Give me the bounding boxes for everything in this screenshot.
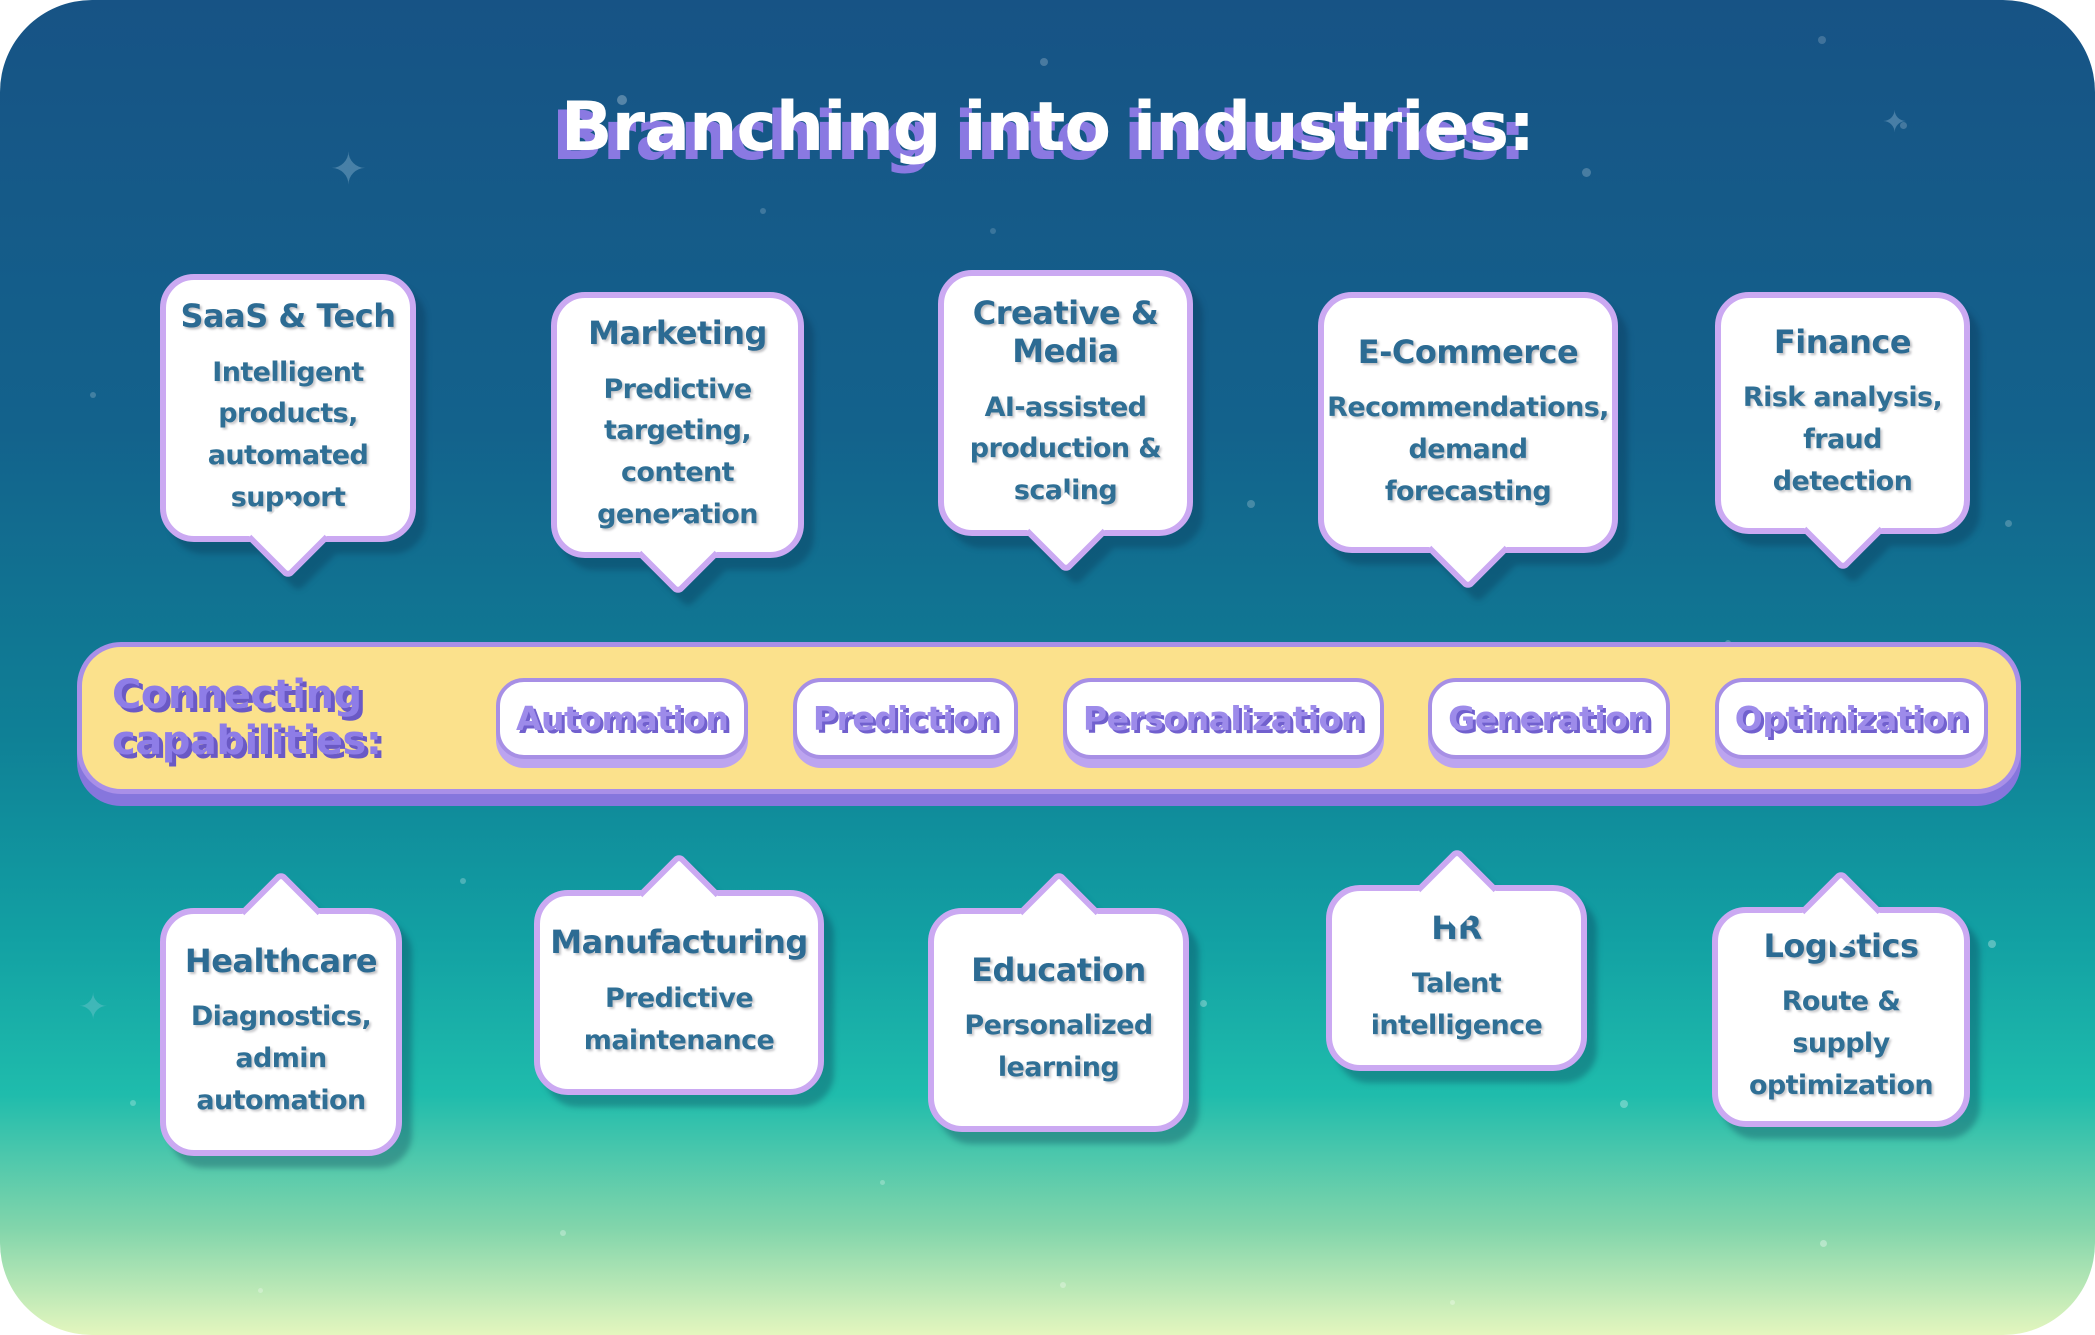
capabilities-label: Connecting capabilities:: [112, 672, 382, 764]
capability-pill-prediction: Prediction: [792, 677, 1019, 759]
capability-pill-automation: Automation: [496, 677, 749, 759]
card-body: Predictive maintenance: [583, 982, 775, 1056]
card-heading: Education: [971, 950, 1146, 989]
page-title: Branching into industries:: [560, 88, 1535, 167]
card-body: Diagnostics, admin automation: [190, 1001, 372, 1117]
industry-card-creative-media: Creative & Media AI-assisted production …: [938, 270, 1193, 575]
card-body: Personalized learning: [964, 1010, 1153, 1084]
capability-pill-generation: Generation: [1428, 677, 1671, 759]
capability-pill-personalization: Personalization: [1062, 677, 1384, 759]
industry-card-manufacturing: Manufacturing Predictive maintenance: [534, 851, 824, 1095]
speech-bubble-tail: [239, 869, 323, 953]
card-heading: Finance: [1773, 323, 1912, 362]
card-body: Route & supply optimization: [1748, 986, 1934, 1102]
sparkle-icon: ✦: [78, 987, 109, 1028]
card-body: Recommendations, demand forecasting: [1327, 391, 1609, 507]
card-body: Talent intelligence: [1370, 968, 1543, 1042]
capabilities-bar: Connecting capabilities: Automation Pred…: [77, 642, 2021, 794]
industry-card-marketing: Marketing Predictive targeting, content …: [551, 292, 804, 597]
industry-card-logistics: Logistics Route & supply optimization: [1712, 868, 1970, 1127]
industry-card-hr: HR Talent intelligence: [1326, 846, 1587, 1071]
card-heading: Creative & Media: [972, 293, 1159, 371]
speech-bubble-tail: [637, 851, 721, 935]
card-body: Risk analysis, fraud detection: [1742, 382, 1943, 498]
capability-pill-optimization: Optimization: [1714, 677, 1988, 759]
speech-bubble-tail: [1017, 869, 1100, 953]
card-body: Intelligent products, automated support: [207, 356, 369, 514]
card-heading: E-Commerce: [1357, 332, 1579, 371]
industry-card-finance: Finance Risk analysis, fraud detection: [1715, 292, 1970, 573]
industry-card-education: Education Personalized learning: [928, 869, 1189, 1132]
industry-card-saas-tech: SaaS & Tech Intelligent products, automa…: [160, 274, 416, 581]
speech-bubble-tail: [1415, 846, 1498, 930]
industry-card-ecommerce: E-Commerce Recommendations, demand forec…: [1318, 292, 1618, 592]
card-body: Predictive targeting, content generation: [597, 373, 758, 531]
card-heading: SaaS & Tech: [180, 297, 397, 336]
card-heading: Marketing: [588, 314, 767, 353]
industry-card-healthcare: Healthcare Diagnostics, admin automation: [160, 869, 402, 1156]
speech-bubble-tail: [1426, 508, 1510, 592]
capability-pills: Automation Prediction Personalization Ge…: [496, 677, 1988, 759]
